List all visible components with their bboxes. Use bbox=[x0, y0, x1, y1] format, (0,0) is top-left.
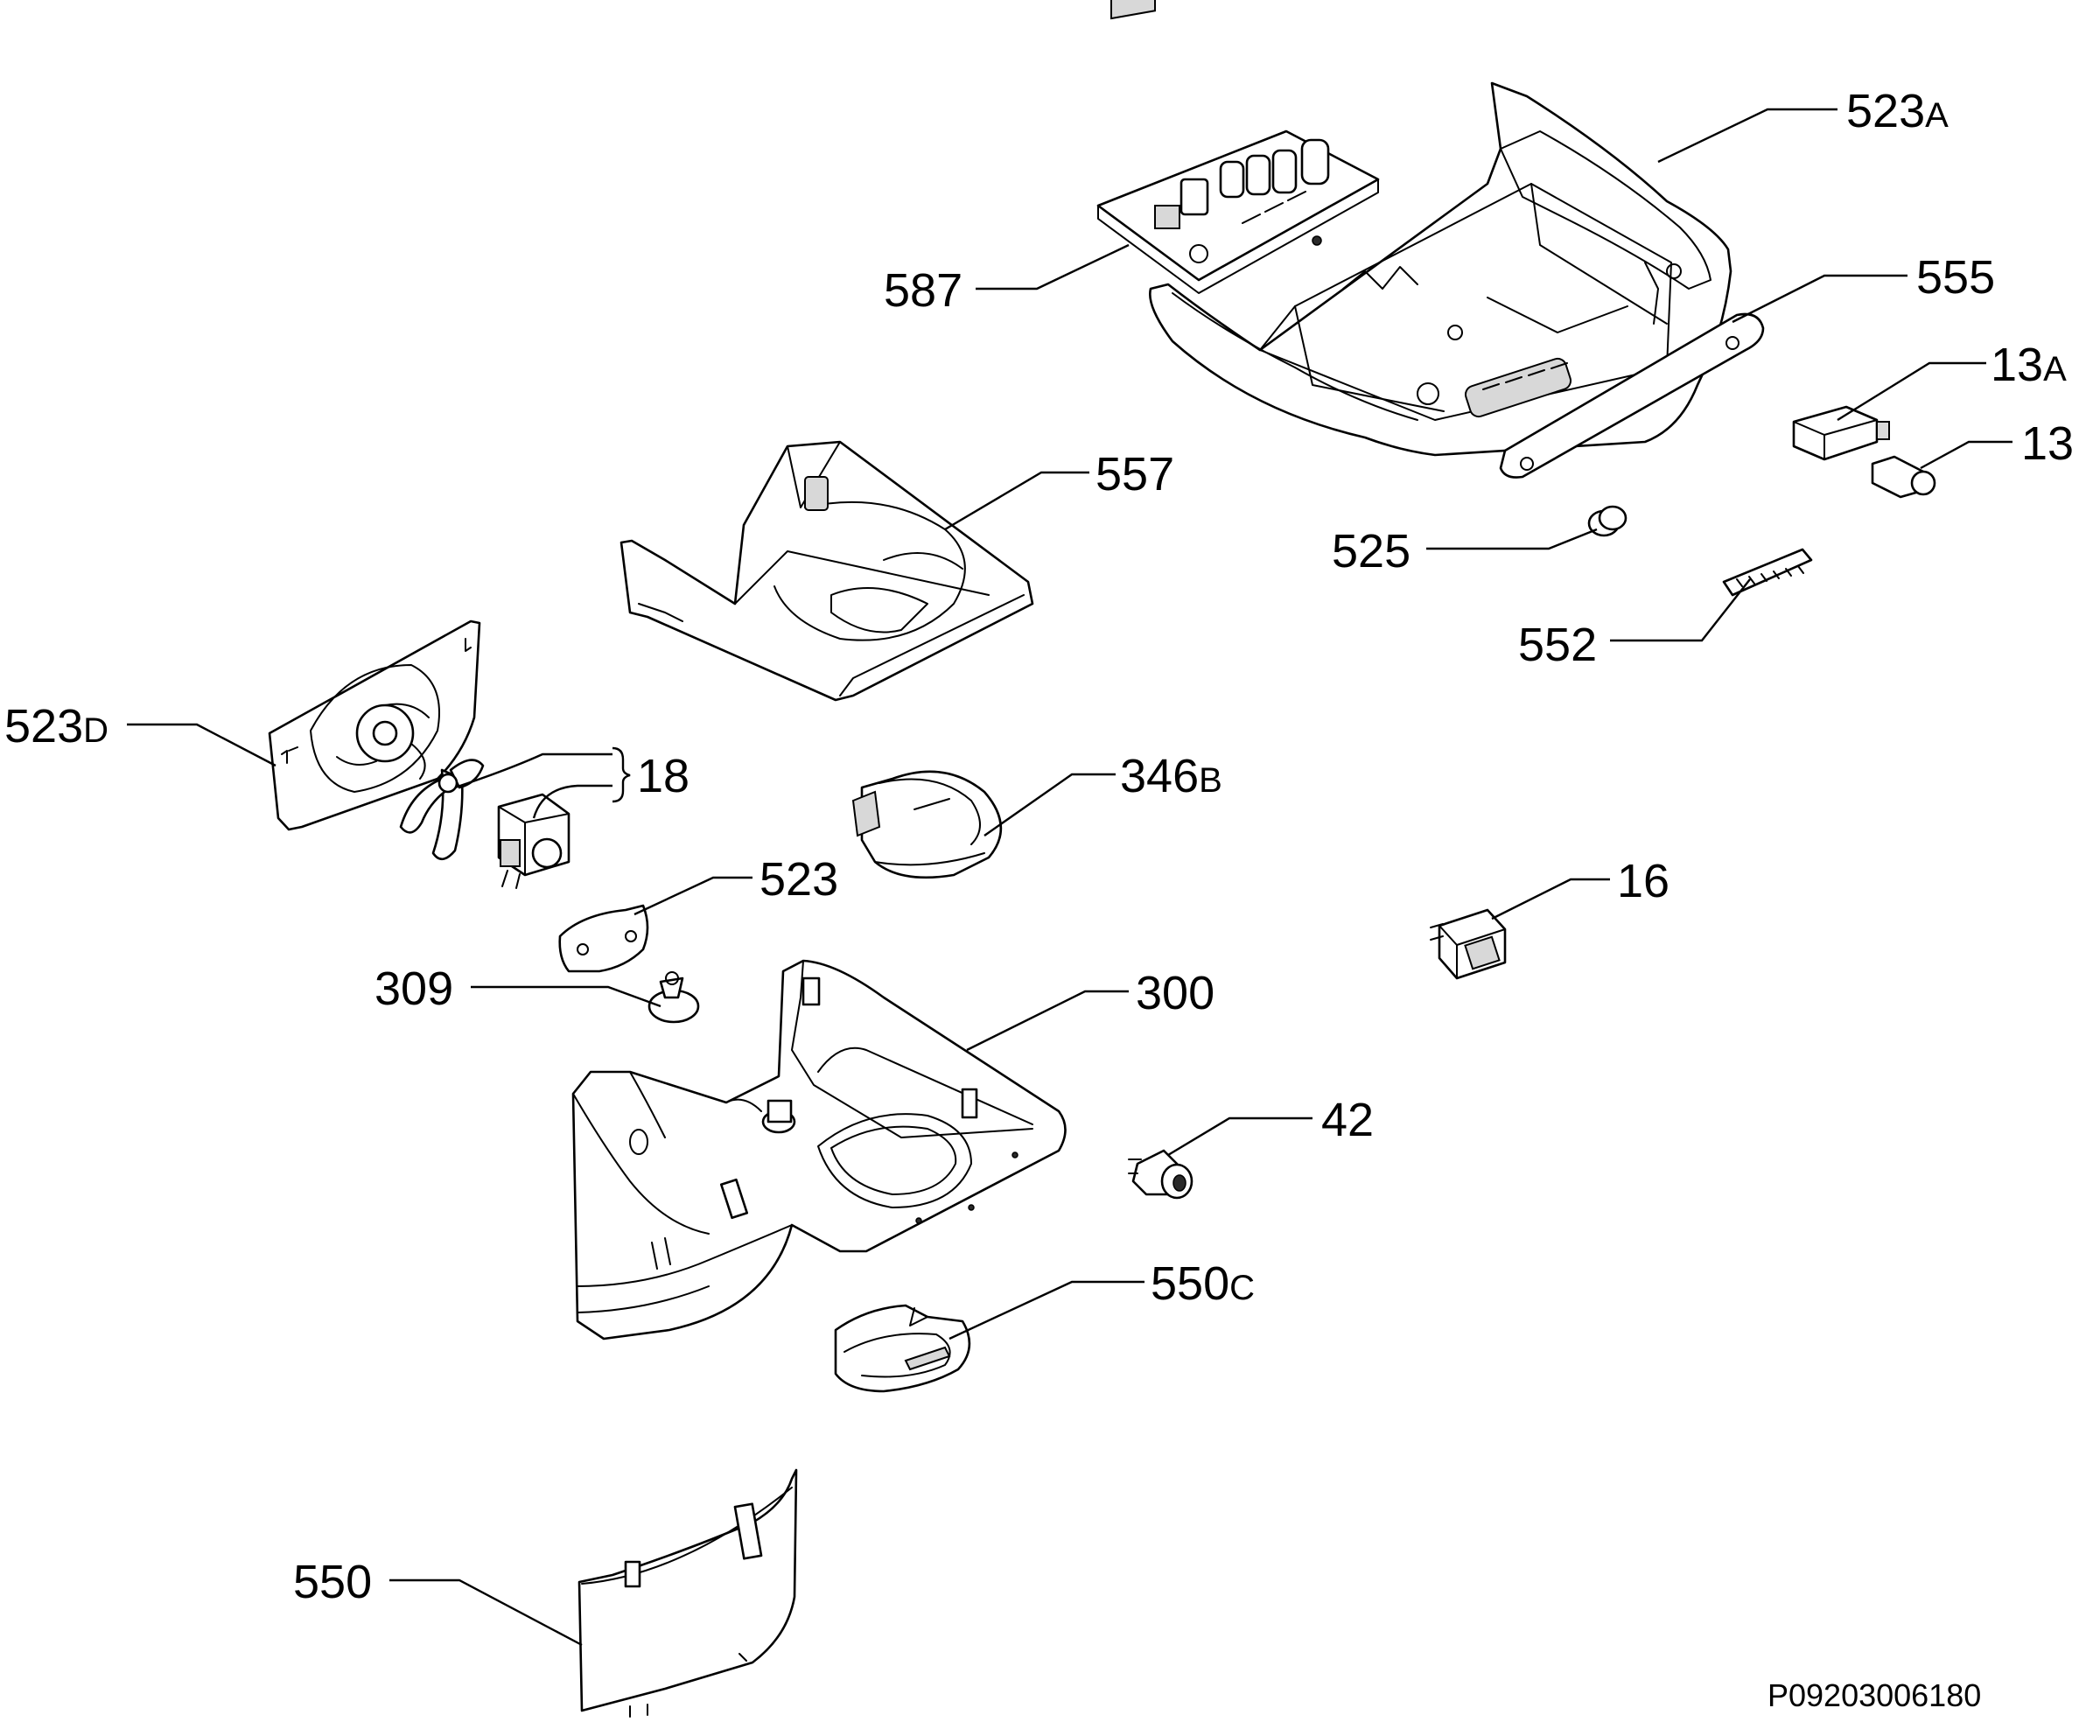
callout-525: 525 bbox=[1332, 525, 1410, 578]
leader-550 bbox=[389, 1578, 583, 1647]
callout-550: 550 bbox=[293, 1556, 372, 1608]
part-16-rocker-switch bbox=[1430, 908, 1507, 980]
callout-555: 555 bbox=[1916, 251, 1995, 304]
part-557-air-duct bbox=[620, 440, 1034, 702]
callout-550C: 550C bbox=[1151, 1257, 1255, 1310]
leader-587 bbox=[976, 243, 1130, 290]
leader-lines bbox=[127, 108, 2012, 1647]
leader-42 bbox=[1167, 1116, 1312, 1157]
callout-13A: 13A bbox=[1991, 339, 2067, 391]
leader-555 bbox=[1732, 274, 1908, 324]
callout-309: 309 bbox=[374, 962, 453, 1015]
callout-557: 557 bbox=[1096, 448, 1174, 500]
part-13-plunger bbox=[1871, 455, 1936, 499]
leader-523A bbox=[1657, 108, 1838, 164]
drawing-code: P09203006180 bbox=[1768, 1677, 1981, 1713]
part-42-lamp-holder bbox=[1128, 1149, 1194, 1200]
leader-550C bbox=[948, 1280, 1144, 1340]
part-300-lower-housing bbox=[571, 959, 1067, 1340]
leader-525 bbox=[1426, 528, 1598, 550]
callout-300: 300 bbox=[1136, 967, 1214, 1019]
leader-18-brace bbox=[612, 746, 631, 803]
leader-300 bbox=[966, 990, 1129, 1052]
callout-587: 587 bbox=[884, 264, 962, 317]
part-550-front-panel bbox=[578, 1468, 798, 1718]
part-346B-cover bbox=[851, 770, 1003, 879]
part-523D-fan-cover bbox=[268, 620, 481, 831]
leader-557 bbox=[944, 471, 1089, 531]
leader-18-lower bbox=[532, 784, 612, 819]
leader-309 bbox=[471, 985, 662, 1008]
callout-523D: 523D bbox=[4, 700, 108, 752]
callout-346B: 346B bbox=[1120, 750, 1222, 802]
part-587-control-board bbox=[1096, 0, 1380, 294]
callout-labels: 523A 587 555 13A 13 557 525 552 523D 18 … bbox=[4, 85, 2074, 1713]
leader-13 bbox=[1920, 440, 2012, 470]
callout-13: 13 bbox=[2021, 417, 2074, 470]
leader-523 bbox=[634, 876, 752, 916]
callout-18: 18 bbox=[637, 750, 690, 802]
callout-16: 16 bbox=[1617, 855, 1670, 907]
callout-523A: 523A bbox=[1846, 85, 1949, 137]
leader-16 bbox=[1491, 878, 1610, 920]
part-309-fixing bbox=[648, 971, 700, 1024]
part-18-fan-motor bbox=[399, 759, 570, 889]
leader-346B bbox=[984, 773, 1116, 836]
callout-552: 552 bbox=[1518, 619, 1597, 671]
part-523-bracket bbox=[558, 904, 649, 973]
part-523A-top-housing bbox=[1149, 81, 1732, 457]
part-550C-diffuser bbox=[834, 1304, 971, 1393]
leader-523D bbox=[127, 723, 276, 767]
part-555-trim-bar bbox=[1499, 312, 1765, 479]
part-552-connector-strip bbox=[1722, 548, 1813, 597]
part-13A-switch bbox=[1792, 405, 1890, 461]
callout-523: 523 bbox=[760, 853, 838, 906]
leader-552 bbox=[1610, 578, 1751, 642]
leader-18-upper bbox=[454, 752, 612, 789]
leader-13A bbox=[1837, 361, 1986, 422]
callout-42: 42 bbox=[1321, 1094, 1374, 1146]
